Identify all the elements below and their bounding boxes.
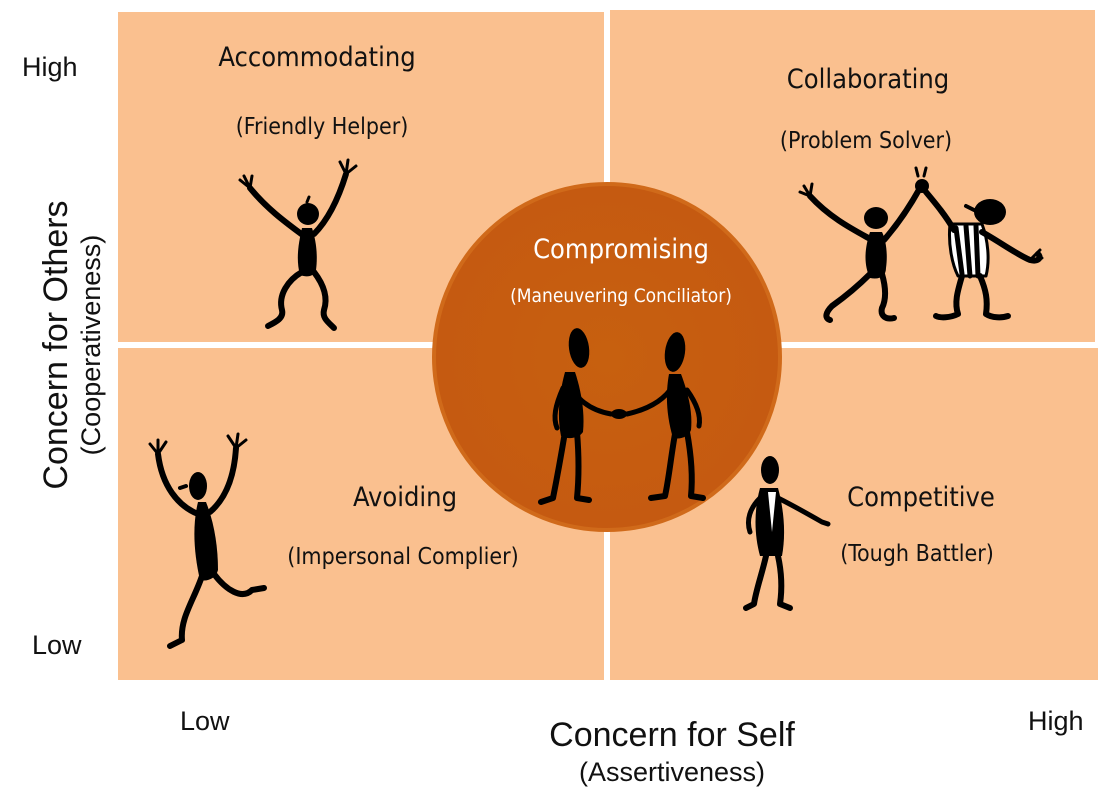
collaborating-title: Collaborating [786,64,950,95]
x-axis-title: Concern for Self (Assertiveness) [549,715,795,789]
y-axis-title: Concern for Others (Cooperativeness) [37,200,107,489]
compromising-subtitle: (Maneuvering Conciliator) [510,285,732,307]
y-axis-high-label: High [22,52,78,82]
collaborating-subtitle: (Problem Solver) [779,128,953,154]
avoiding-subtitle: (Impersonal Complier) [287,544,519,570]
accommodating-title: Accommodating [218,42,416,73]
x-axis-low-label: Low [180,706,230,736]
y-axis-low-label: Low [32,630,82,660]
avoiding-title: Avoiding [352,482,458,513]
stick-figure-competitive-icon [743,456,831,611]
stick-figures-collaborating-icon [798,166,1044,323]
x-axis-label: Concern for Self [549,716,795,754]
y-axis-sublabel: (Cooperativeness) [76,234,106,456]
stick-figure-accommodating-icon [238,158,358,331]
y-axis-label: Concern for Others [37,200,75,490]
x-axis-sublabel: (Assertiveness) [578,757,766,787]
x-axis-high-label: High [1028,706,1084,736]
compromising-circle [432,182,782,532]
stick-figures-compromising-icon [538,328,706,505]
stick-figure-avoiding-icon [148,432,267,649]
accommodating-subtitle: (Friendly Helper) [235,114,409,140]
competitive-title: Competitive [847,482,995,513]
competitive-subtitle: (Tough Battler) [840,541,994,567]
compromising-title: Compromising [533,234,709,265]
